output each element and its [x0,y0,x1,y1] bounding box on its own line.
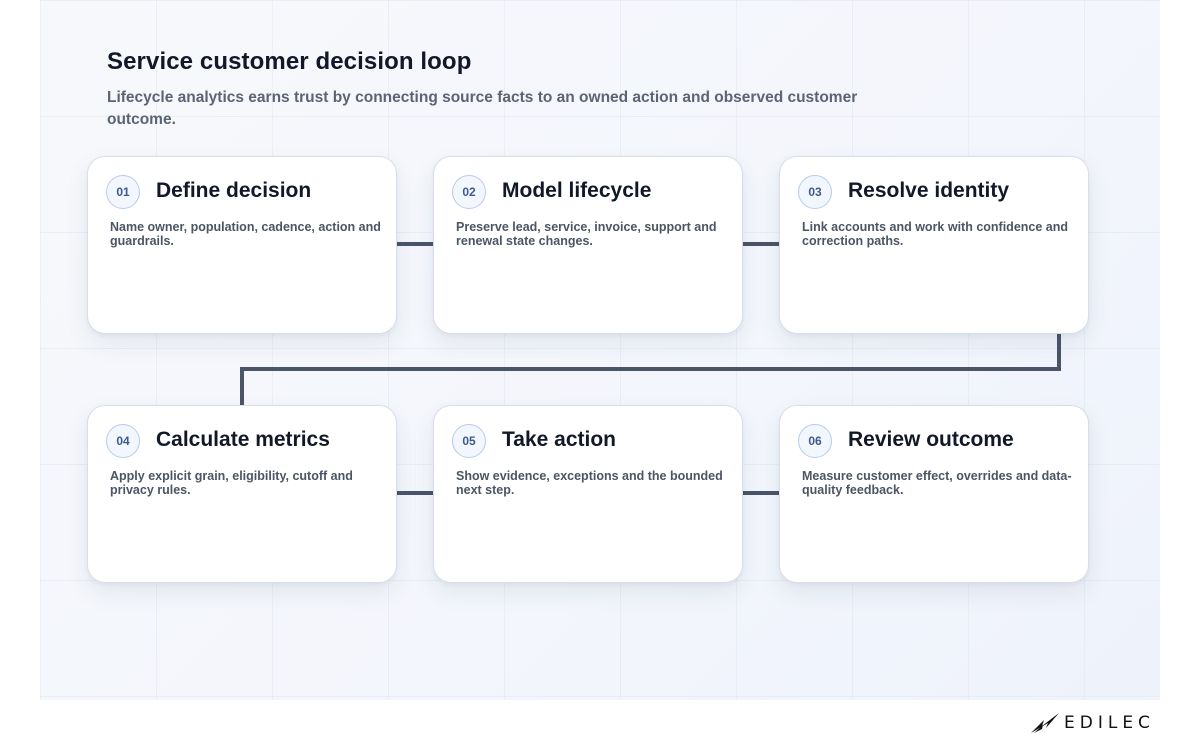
step-description: Preserve lead, service, invoice, support… [456,220,717,248]
step-description: Apply explicit grain, eligibility, cutof… [110,469,353,497]
step-card-model-lifecycle: 02 Model lifecycle Preserve lead, servic… [433,156,743,334]
page-subtitle: Lifecycle analytics earns trust by conne… [107,89,858,128]
step-number-badge: 06 [798,424,832,458]
edilec-bird-logo-icon [1031,713,1059,733]
step-title: Take action [502,428,616,451]
step-card-resolve-identity: 03 Resolve identity Link accounts and wo… [779,156,1089,334]
step-number-badge: 03 [798,175,832,209]
step-title: Resolve identity [848,179,1010,202]
step-title: Calculate metrics [156,428,330,451]
step-card-calculate-metrics: 04 Calculate metrics Apply explicit grai… [87,405,397,583]
brand-logo-text: EDILEC [1064,713,1155,733]
step-title: Review outcome [848,428,1014,451]
step-title: Model lifecycle [502,179,652,202]
step-number-badge: 05 [452,424,486,458]
step-description: Link accounts and work with confidence a… [802,220,1069,248]
step-title: Define decision [156,179,312,202]
step-card-review-outcome: 06 Review outcome Measure customer effec… [779,405,1089,583]
step-number-badge: 02 [452,175,486,209]
step-description: Measure customer effect, overrides and d… [802,469,1072,497]
connector-03-04 [240,334,1061,405]
page-title: Service customer decision loop [107,48,472,75]
step-description: Show evidence, exceptions and the bounde… [456,469,723,497]
step-description: Name owner, population, cadence, action … [110,220,381,248]
diagram-canvas [40,0,1160,700]
brand-logo: EDILEC [1030,710,1155,736]
step-number-badge: 01 [106,175,140,209]
step-number-badge: 04 [106,424,140,458]
step-card-define-decision: 01 Define decision Name owner, populatio… [87,156,397,334]
step-card-take-action: 05 Take action Show evidence, exceptions… [433,405,743,583]
